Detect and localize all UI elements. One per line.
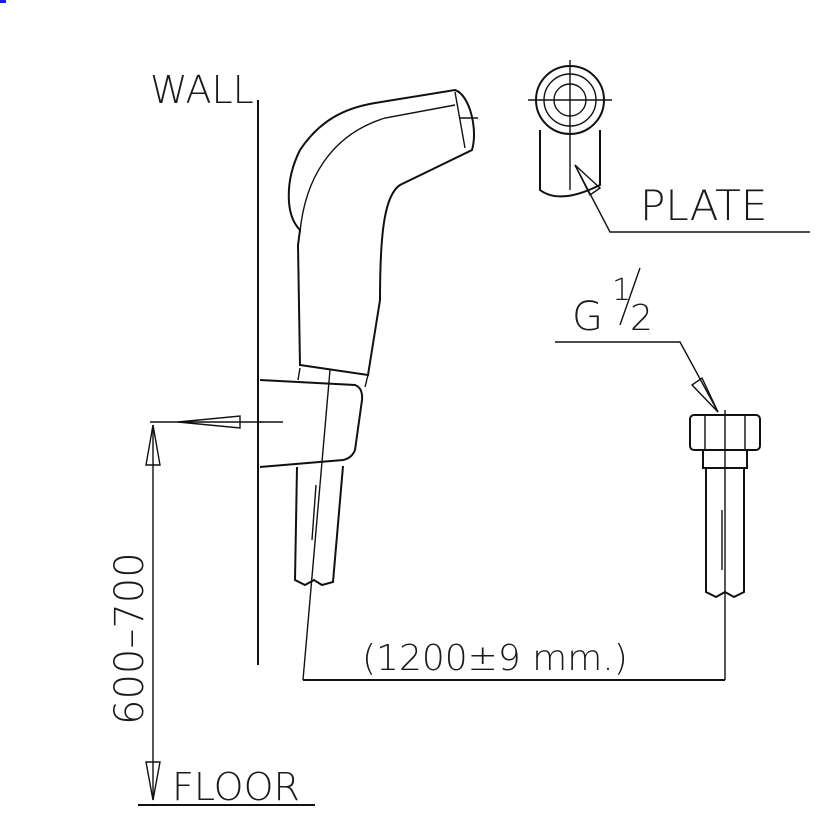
plate-label: PLATE xyxy=(640,181,767,230)
hose-left xyxy=(293,369,344,681)
thread-denominator: 2 xyxy=(630,298,653,339)
hand-shower xyxy=(287,88,478,377)
thread-label: G 1 2 xyxy=(555,267,719,413)
wall-label: WALL xyxy=(150,68,254,112)
thread-numerator: 1 xyxy=(612,273,631,308)
floor-label: FLOOR xyxy=(172,765,300,809)
thread-g: G xyxy=(572,294,603,340)
wall-bracket xyxy=(259,367,369,468)
height-dimension: 600–700 xyxy=(107,424,161,801)
g-half-fitting xyxy=(689,410,761,680)
corner-mark xyxy=(0,0,6,3)
plate-detail: PLATE xyxy=(528,60,810,233)
hose-length-label: (1200±9 mm.) xyxy=(362,638,628,679)
mount-arrow xyxy=(150,415,262,429)
height-range-label: 600–700 xyxy=(107,552,153,725)
